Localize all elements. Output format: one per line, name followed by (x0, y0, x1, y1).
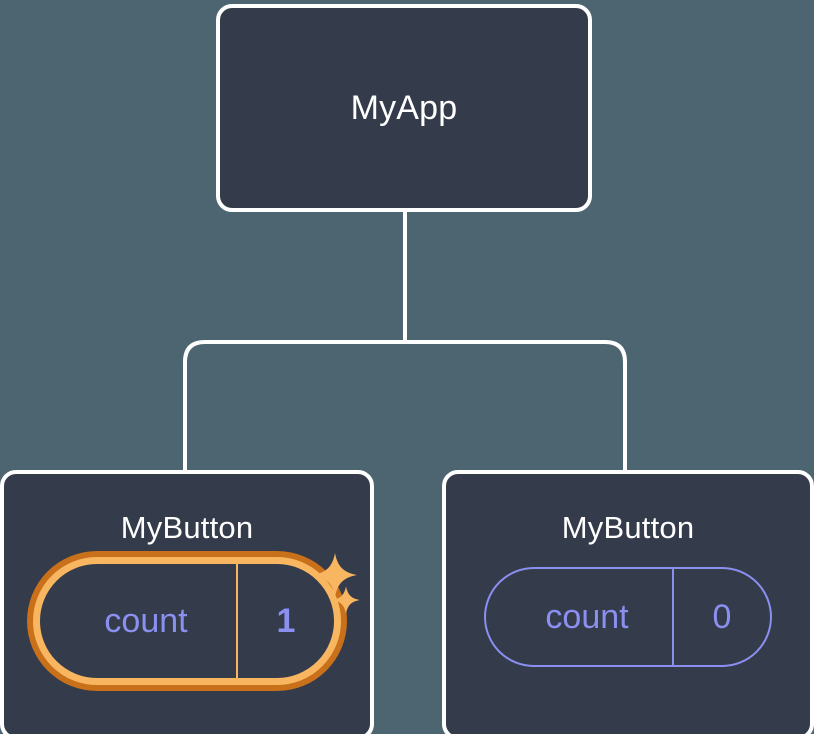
connector-branch-left (183, 340, 405, 470)
node-card-child-left[interactable]: MyButton count 1 (0, 470, 374, 734)
node-title-child-left: MyButton (120, 510, 254, 545)
node-title-child-right: MyButton (561, 510, 695, 545)
node-title-root: MyApp (350, 89, 458, 127)
connector-branch-right (405, 340, 627, 470)
state-key-right: count (545, 598, 629, 636)
state-pill-right[interactable]: count 0 (484, 567, 772, 667)
state-pill-divider-right (672, 569, 674, 665)
state-pill-divider-left (236, 564, 238, 678)
state-value-left: 1 (276, 602, 296, 640)
state-value-right: 0 (712, 598, 732, 636)
node-card-child-right[interactable]: MyButton count 0 (442, 470, 814, 734)
state-key-left: count (104, 602, 188, 640)
node-card-root[interactable]: MyApp (216, 4, 592, 212)
state-pill-wrapper-left: count 1 (33, 553, 360, 685)
state-pill-left[interactable]: count 1 (33, 557, 341, 685)
state-pill-wrapper-right: count 0 (484, 567, 772, 667)
